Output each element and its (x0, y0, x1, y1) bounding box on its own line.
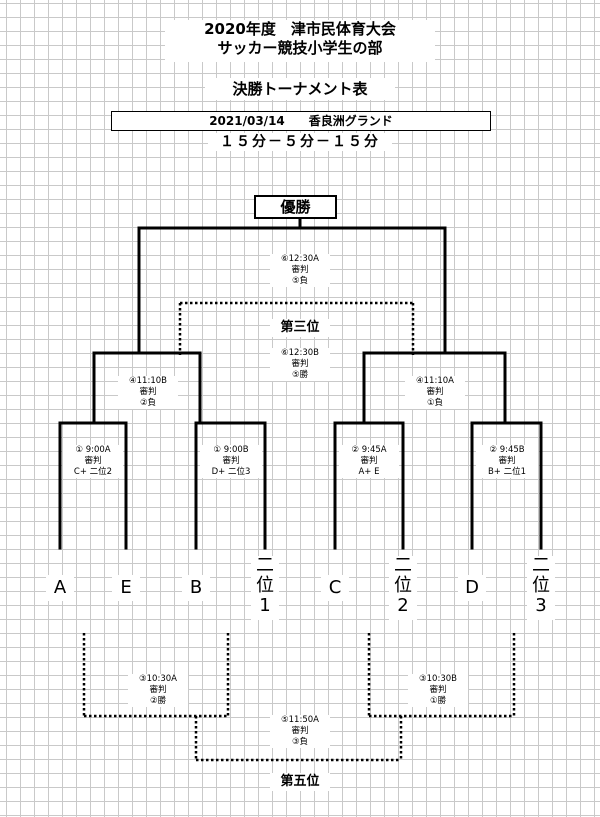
match-time: ③10:30B (419, 674, 457, 684)
match-r1-1-info: ① 9:00A 審判 C+ 二位2 (63, 445, 123, 478)
team-char: 二 (256, 555, 274, 576)
team-e: E (112, 575, 140, 601)
team-a: A (46, 575, 74, 601)
match-r1-3-info: ② 9:45A 審判 A+ E (339, 445, 399, 478)
match-referee: 審判 (291, 726, 309, 736)
match-referee: 審判 (429, 685, 447, 695)
team-char: 二 (532, 555, 550, 576)
match-referee: 審判 (222, 456, 240, 466)
title-line-2: サッカー競技小学生の部 (217, 39, 383, 57)
match-fifth-info: ⑤11:50A 審判 ③負 (270, 715, 330, 748)
match-referee-team: C+ 二位2 (73, 467, 113, 477)
team-char: 位 (532, 575, 550, 596)
third-place-label: 第三位 (270, 319, 330, 337)
match-referee-team: B+ 二位1 (487, 467, 527, 477)
match-time: ① 9:00A (75, 445, 111, 455)
match-time: ⑥12:30A (281, 254, 319, 264)
match-semi-left-info: ④11:10B 審判 ②負 (118, 376, 178, 409)
match-third-info: ⑥12:30B 審判 ⑤勝 (270, 348, 330, 381)
team-char: 二 (394, 555, 412, 576)
page-subtitle: 決勝トーナメント表 (205, 78, 395, 100)
match-referee-team: ⑤勝 (291, 370, 309, 380)
match-referee: 審判 (139, 387, 157, 397)
match-semi-right-info: ④11:10A 審判 ①負 (405, 376, 465, 409)
match-referee: 審判 (291, 265, 309, 275)
match-format: １５分－５分－１５分 (208, 133, 392, 151)
match-time: ① 9:00B (213, 445, 249, 455)
match-referee: 審判 (360, 456, 378, 466)
match-time: ③10:30A (139, 674, 177, 684)
match-referee-team: ②負 (139, 398, 157, 408)
match-time: ④11:10A (416, 376, 454, 386)
date-venue-box: 2021/03/14 香良洲グランド (111, 111, 491, 131)
match-time: ⑥12:30B (281, 348, 319, 358)
match-referee-team: ⑤負 (291, 276, 309, 286)
match-referee: 審判 (498, 456, 516, 466)
match-time: ④11:10B (129, 376, 167, 386)
match-referee: 審判 (426, 387, 444, 397)
match-referee: 審判 (84, 456, 102, 466)
title-line-1: 2020年度 津市民体育大会 (204, 20, 396, 38)
team-d: D (458, 575, 486, 601)
match-referee-team: ①勝 (429, 696, 447, 706)
team-char: 3 (535, 595, 547, 616)
match-r3-left-info: ③10:30A 審判 ②勝 (128, 674, 188, 707)
team-c: C (321, 575, 349, 601)
team-char: 位 (394, 575, 412, 596)
team-runnerup-1: 二 位 1 (251, 556, 279, 620)
match-referee: 審判 (291, 359, 309, 369)
champion-box: 優勝 (254, 195, 337, 219)
match-referee-team: ②勝 (149, 696, 167, 706)
match-referee-team: A+ E (358, 467, 380, 477)
match-time: ⑤11:50A (281, 715, 319, 725)
team-runnerup-3: 二 位 3 (527, 556, 555, 620)
match-referee-team: D+ 二位3 (211, 467, 251, 477)
page-title: 2020年度 津市民体育大会 サッカー競技小学生の部 (165, 20, 435, 62)
match-referee: 審判 (149, 685, 167, 695)
team-char: 2 (397, 595, 409, 616)
team-runnerup-2: 二 位 2 (389, 556, 417, 620)
fifth-place-label: 第五位 (270, 773, 330, 791)
match-time: ② 9:45B (489, 445, 525, 455)
match-referee-team: ③負 (291, 737, 309, 747)
match-r1-4-info: ② 9:45B 審判 B+ 二位1 (476, 445, 538, 478)
match-time: ② 9:45A (351, 445, 387, 455)
team-b: B (182, 575, 210, 601)
team-char: 1 (259, 595, 271, 616)
match-r1-2-info: ① 9:00B 審判 D+ 二位3 (200, 445, 262, 478)
team-char: 位 (256, 575, 274, 596)
match-referee-team: ①負 (426, 398, 444, 408)
match-r3-right-info: ③10:30B 審判 ①勝 (408, 674, 468, 707)
match-final-info: ⑥12:30A 審判 ⑤負 (270, 254, 330, 287)
